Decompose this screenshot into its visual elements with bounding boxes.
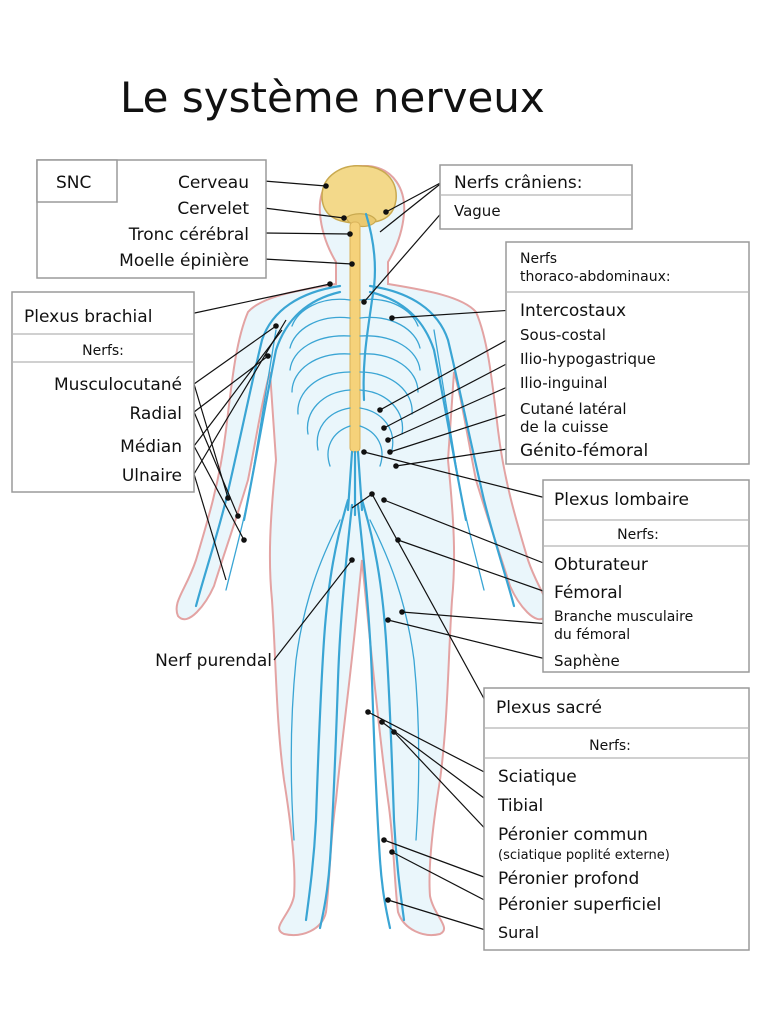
page-title: Le système nerveux — [120, 73, 545, 122]
leader-lines — [189, 180, 551, 933]
lombaire-item: Obturateur — [554, 555, 648, 575]
vagus-nerve — [362, 212, 376, 402]
sacre-subheader: Nerfs: — [589, 738, 631, 754]
snc-item: Tronc cérébral — [128, 225, 249, 245]
sacre-item: Sciatique — [498, 767, 577, 787]
brachial-item: Médian — [120, 437, 182, 457]
thoraco-item: Cutané latéral — [520, 400, 627, 418]
thoraco-item: Intercostaux — [520, 301, 626, 321]
cranial-item: Vague — [454, 202, 501, 220]
brachial-item: Ulnaire — [122, 466, 182, 486]
sacre-item: (sciatique poplité externe) — [498, 848, 670, 863]
lombaire-box: Plexus lombaire Nerfs: Obturateur Fémora… — [542, 479, 750, 673]
lombaire-item: du fémoral — [554, 627, 630, 643]
sacre-box: Plexus sacré Nerfs: Sciatique Tibial Pér… — [483, 687, 750, 951]
lombaire-item: Saphène — [554, 652, 620, 670]
brain-shape — [321, 165, 397, 226]
thoraco-item: Ilio-inguinal — [520, 374, 607, 392]
lombaire-item: Branche musculaire — [554, 609, 693, 625]
sacre-item: Péronier profond — [498, 869, 639, 889]
snc-item: Moelle épinière — [119, 251, 249, 271]
brachial-box: Plexus brachial Nerfs: Musculocutané Rad… — [11, 291, 195, 493]
snc-box: SNC Cerveau Cervelet Tronc cérébral Moel… — [36, 159, 267, 279]
sacre-item: Sural — [498, 923, 539, 942]
cranial-box: Nerfs crâniens: Vague — [439, 164, 633, 230]
arm-nerves — [194, 284, 516, 608]
brachial-item: Musculocutané — [54, 375, 182, 395]
lombaire-item: Fémoral — [554, 583, 622, 603]
spinal-cord-shape — [349, 221, 361, 453]
sacre-item: Péronier superficiel — [498, 895, 661, 915]
thoraco-item: Génito-fémoral — [520, 441, 648, 461]
sacre-item: Tibial — [497, 796, 543, 816]
snc-item: Cervelet — [177, 199, 249, 219]
brachial-header: Plexus brachial — [24, 307, 152, 327]
thoraco-header: thoraco-abdominaux: — [520, 269, 671, 285]
thoraco-header: Nerfs — [520, 251, 557, 267]
purendal-label: Nerf purendal — [155, 651, 272, 671]
snc-header: SNC — [56, 173, 91, 193]
lombaire-header: Plexus lombaire — [554, 490, 689, 510]
thoraco-item: Sous-costal — [520, 326, 606, 344]
thoraco-box: Nerfs thoraco-abdominaux: Intercostaux S… — [505, 241, 750, 465]
brachial-subheader: Nerfs: — [82, 343, 124, 359]
thoraco-item: de la cuisse — [520, 418, 608, 436]
thoraco-item: Ilio-hypogastrique — [520, 350, 656, 368]
sacre-item: Péronier commun — [498, 825, 648, 845]
sacre-header: Plexus sacré — [496, 698, 602, 718]
brachial-item: Radial — [129, 404, 182, 424]
cranial-header: Nerfs crâniens: — [454, 173, 582, 193]
lombaire-subheader: Nerfs: — [617, 527, 659, 543]
snc-item: Cerveau — [178, 173, 249, 193]
